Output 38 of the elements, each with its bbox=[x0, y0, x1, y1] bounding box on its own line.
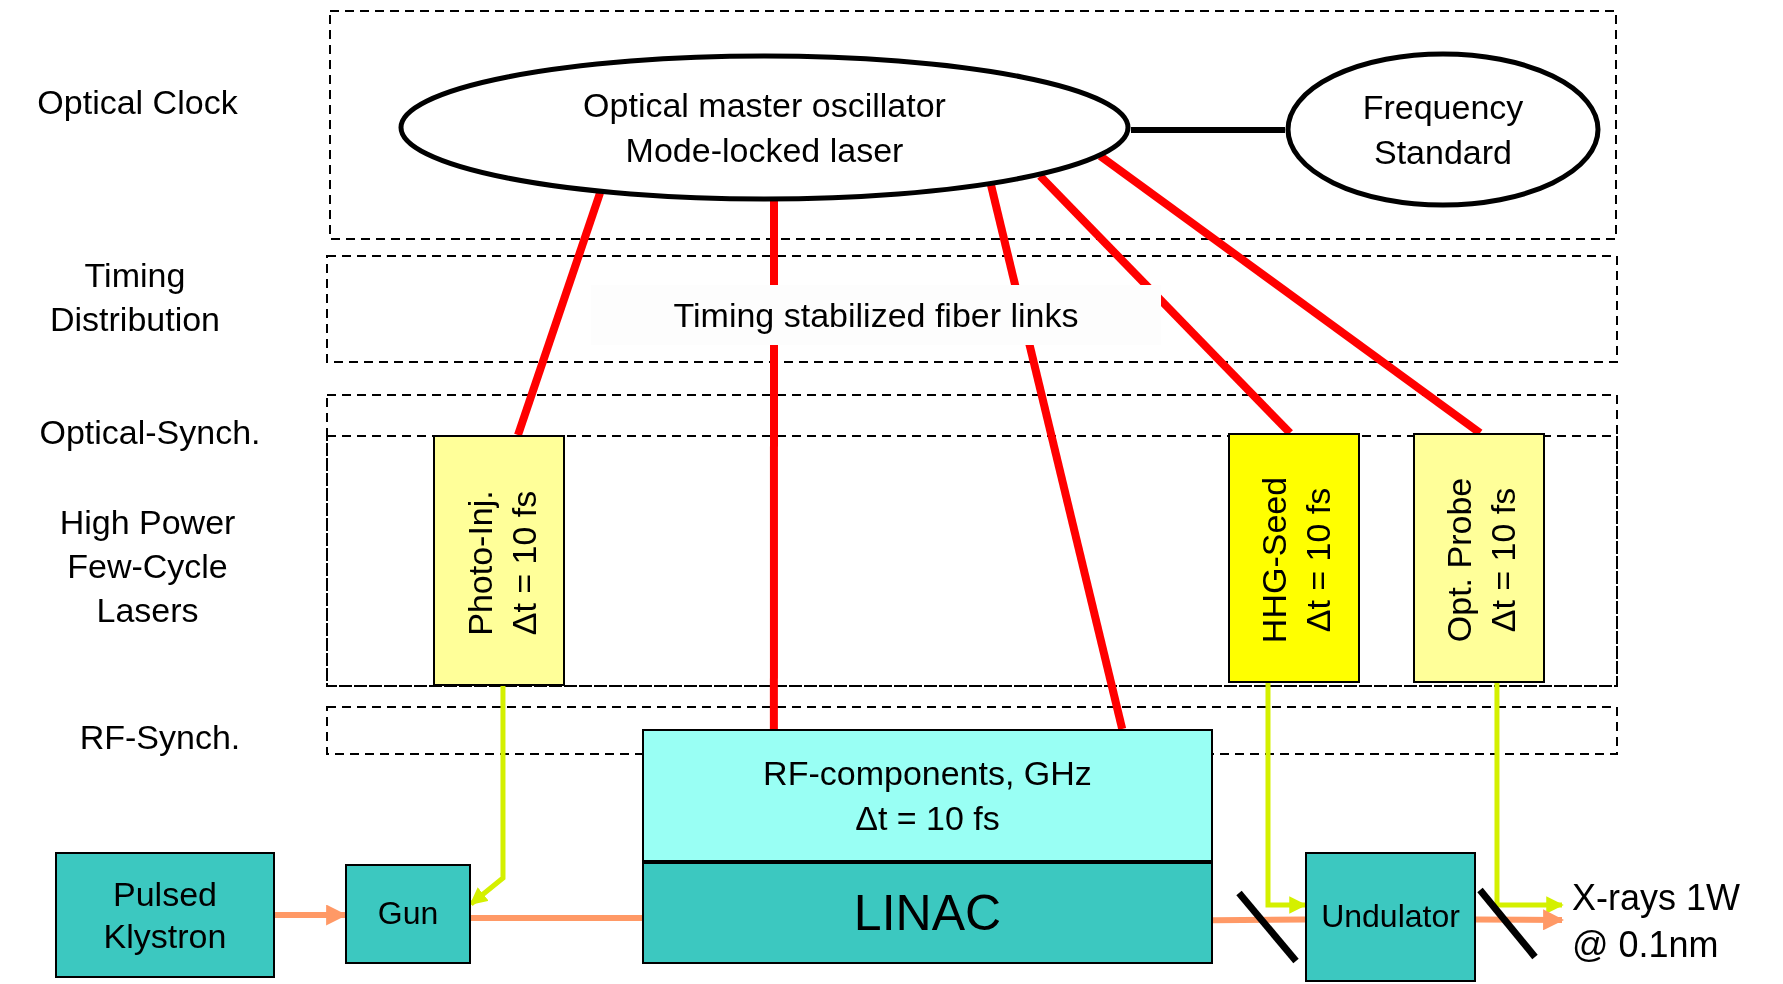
node-text: Opt. Probe bbox=[1438, 477, 1479, 643]
node-text: Mode-locked laser bbox=[625, 129, 904, 171]
node-text: RF-components, GHz bbox=[763, 753, 1092, 795]
process-box bbox=[345, 864, 471, 964]
process-box bbox=[1305, 852, 1476, 982]
row-label: Optical Clock bbox=[36, 82, 239, 123]
node-text: Δt = 10 fs bbox=[1483, 487, 1523, 633]
node-text: Photo-Inj. bbox=[458, 489, 500, 636]
row-label: RF-Synch. bbox=[78, 717, 242, 758]
ellipse-node bbox=[398, 53, 1131, 202]
row-label: High Power Few-Cycle Lasers bbox=[58, 502, 237, 632]
laser-box bbox=[1413, 433, 1545, 683]
arrow bbox=[1265, 683, 1307, 914]
laser-box bbox=[1228, 433, 1360, 683]
node-text: Δt = 10 fs bbox=[855, 797, 1000, 839]
node-text: Frequency Standard bbox=[1361, 87, 1525, 173]
process-box bbox=[642, 729, 1213, 862]
fiber-link bbox=[769, 200, 779, 729]
node-text: Δt = 10 fs bbox=[503, 490, 543, 635]
node-text: Δt = 10 fs bbox=[1298, 487, 1338, 633]
row-label: Timing Distribution bbox=[48, 255, 222, 341]
node-text: Undulator bbox=[1321, 897, 1460, 937]
node-text: HHG-Seed bbox=[1253, 476, 1294, 644]
process-box bbox=[55, 852, 275, 978]
ellipse-node bbox=[1285, 51, 1601, 208]
node-text: X-rays 1W @ 0.1nm bbox=[1572, 876, 1741, 967]
fiber-link bbox=[1037, 173, 1293, 436]
node-text: Pulsed Klystron bbox=[102, 873, 228, 957]
fiber-link bbox=[514, 191, 604, 437]
row-label: Optical-Synch. bbox=[38, 412, 262, 453]
node-text: Gun bbox=[377, 894, 439, 934]
node-text: LINAC bbox=[853, 883, 1002, 943]
process-box bbox=[642, 862, 1213, 964]
laser-box bbox=[433, 435, 565, 686]
fiber-link bbox=[987, 184, 1127, 730]
arrow bbox=[1476, 909, 1565, 931]
arrow bbox=[1494, 683, 1564, 914]
node-text: Optical master oscillator bbox=[583, 85, 946, 127]
